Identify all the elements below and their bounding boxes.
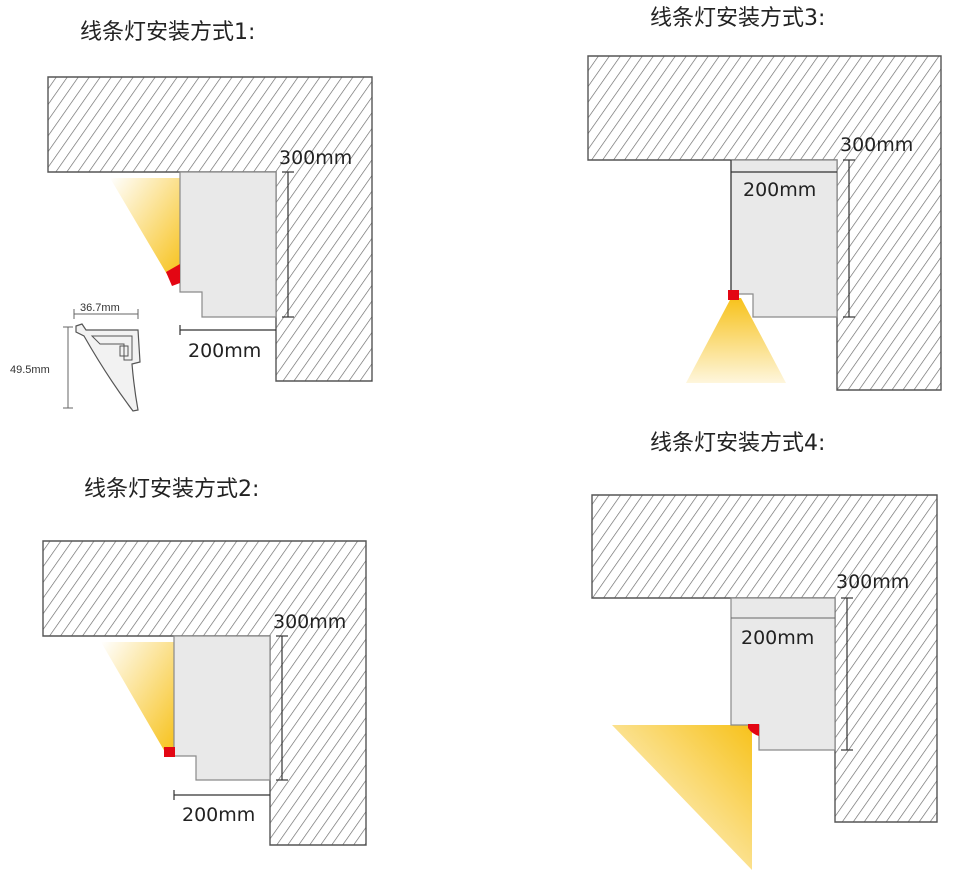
diagram-1-led-profile xyxy=(166,264,180,286)
profile-section: 36.7mm 49.5mm xyxy=(10,302,141,412)
diagram-4: 线条灯安装方式4: 300mm 200mm xyxy=(591,431,938,870)
diagram-1-wall xyxy=(47,76,373,382)
diagram-3: 线条灯安装方式3: 300mm 200mm xyxy=(587,6,942,391)
diagram-4-wall xyxy=(591,494,938,823)
diagram-2-board xyxy=(173,635,271,781)
diagram-3-width-label: 200mm xyxy=(743,179,816,201)
profile-slot xyxy=(119,345,129,357)
diagram-3-light-beam xyxy=(686,298,786,383)
diagram-2-height-label: 300mm xyxy=(273,611,346,633)
diagram-1-board xyxy=(179,171,277,318)
diagram-1: 线条灯安装方式1: 300mm 200mm xyxy=(47,20,373,382)
profile-width-label: 36.7mm xyxy=(80,302,120,314)
profile-outline xyxy=(75,323,141,412)
diagram-4-width-label: 200mm xyxy=(741,627,814,649)
diagram-4-light-beam xyxy=(612,725,752,870)
diagram-3-wall xyxy=(587,55,942,391)
profile-height-label: 49.5mm xyxy=(10,364,50,376)
diagram-4-title: 线条灯安装方式4: xyxy=(650,431,825,456)
diagram-2: 线条灯安装方式2: 300mm 200mm xyxy=(42,477,367,846)
diagram-2-width-label: 200mm xyxy=(182,804,255,826)
diagram-1-width-label: 200mm xyxy=(188,340,261,362)
diagram-2-led-profile xyxy=(164,747,175,757)
profile-inner-channel xyxy=(90,335,133,361)
diagram-4-board xyxy=(730,597,836,751)
diagram-1-title: 线条灯安装方式1: xyxy=(80,20,255,45)
diagram-3-title: 线条灯安装方式3: xyxy=(650,6,825,31)
diagram-3-led-profile xyxy=(728,290,739,300)
diagram-2-title: 线条灯安装方式2: xyxy=(84,477,259,502)
diagram-3-height-label: 300mm xyxy=(840,134,913,156)
diagram-4-led-profile xyxy=(748,724,759,736)
diagram-1-light-beam xyxy=(110,178,180,276)
diagram-2-wall xyxy=(42,540,367,846)
diagram-1-height-label: 300mm xyxy=(279,147,352,169)
diagram-2-light-beam xyxy=(101,642,174,752)
diagram-4-height-label: 300mm xyxy=(836,571,909,593)
